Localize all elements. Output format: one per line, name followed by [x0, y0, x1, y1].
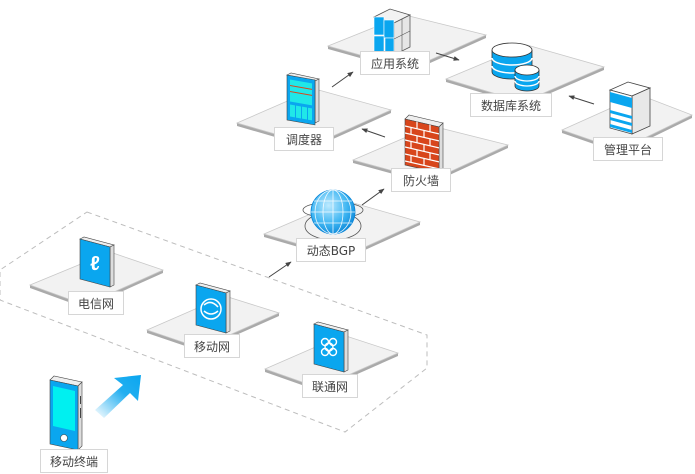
node-label-firewall: 防火墙	[391, 168, 451, 192]
server-cluster-icon	[372, 8, 412, 56]
platform-edge-telecom	[30, 270, 163, 308]
edge-firewall-to-scheduler	[361, 128, 386, 138]
node-label-mobile: 移动网	[184, 334, 240, 358]
node-label-unicom: 联通网	[302, 374, 358, 398]
brick-wall-icon	[404, 114, 444, 174]
connections	[268, 52, 595, 278]
edge-mgmt-to-db	[568, 95, 595, 105]
node-label-app: 应用系统	[360, 51, 430, 75]
china-telecom-logo-icon: ℓ	[79, 236, 115, 288]
svg-text:ℓ: ℓ	[90, 253, 100, 275]
edge-app-to-db	[435, 52, 460, 61]
china-mobile-logo-icon	[195, 282, 231, 334]
node-label-db: 数据库系统	[470, 93, 552, 117]
node-label-telecom: 电信网	[68, 291, 124, 315]
server-stack-icon	[608, 81, 652, 135]
china-unicom-logo-icon	[313, 321, 349, 373]
database-icon	[491, 42, 540, 92]
edge-scheduler-to-app	[331, 71, 354, 88]
node-label-scheduler: 调度器	[274, 127, 334, 151]
platform-edge-unicom	[265, 353, 398, 391]
terminal-uplink-arrow	[95, 375, 141, 418]
edge-bgp-to-firewall	[361, 188, 385, 206]
node-label-bgp: 动态BGP	[296, 238, 366, 262]
node-label-terminal: 移动终端	[40, 449, 108, 473]
carrier-group-region	[0, 211, 428, 433]
scheduler-panel-icon	[286, 72, 320, 126]
mobile-phone-icon	[49, 375, 83, 451]
edge-carrier-to-bgp	[268, 261, 292, 278]
node-label-mgmt: 管理平台	[593, 137, 663, 161]
